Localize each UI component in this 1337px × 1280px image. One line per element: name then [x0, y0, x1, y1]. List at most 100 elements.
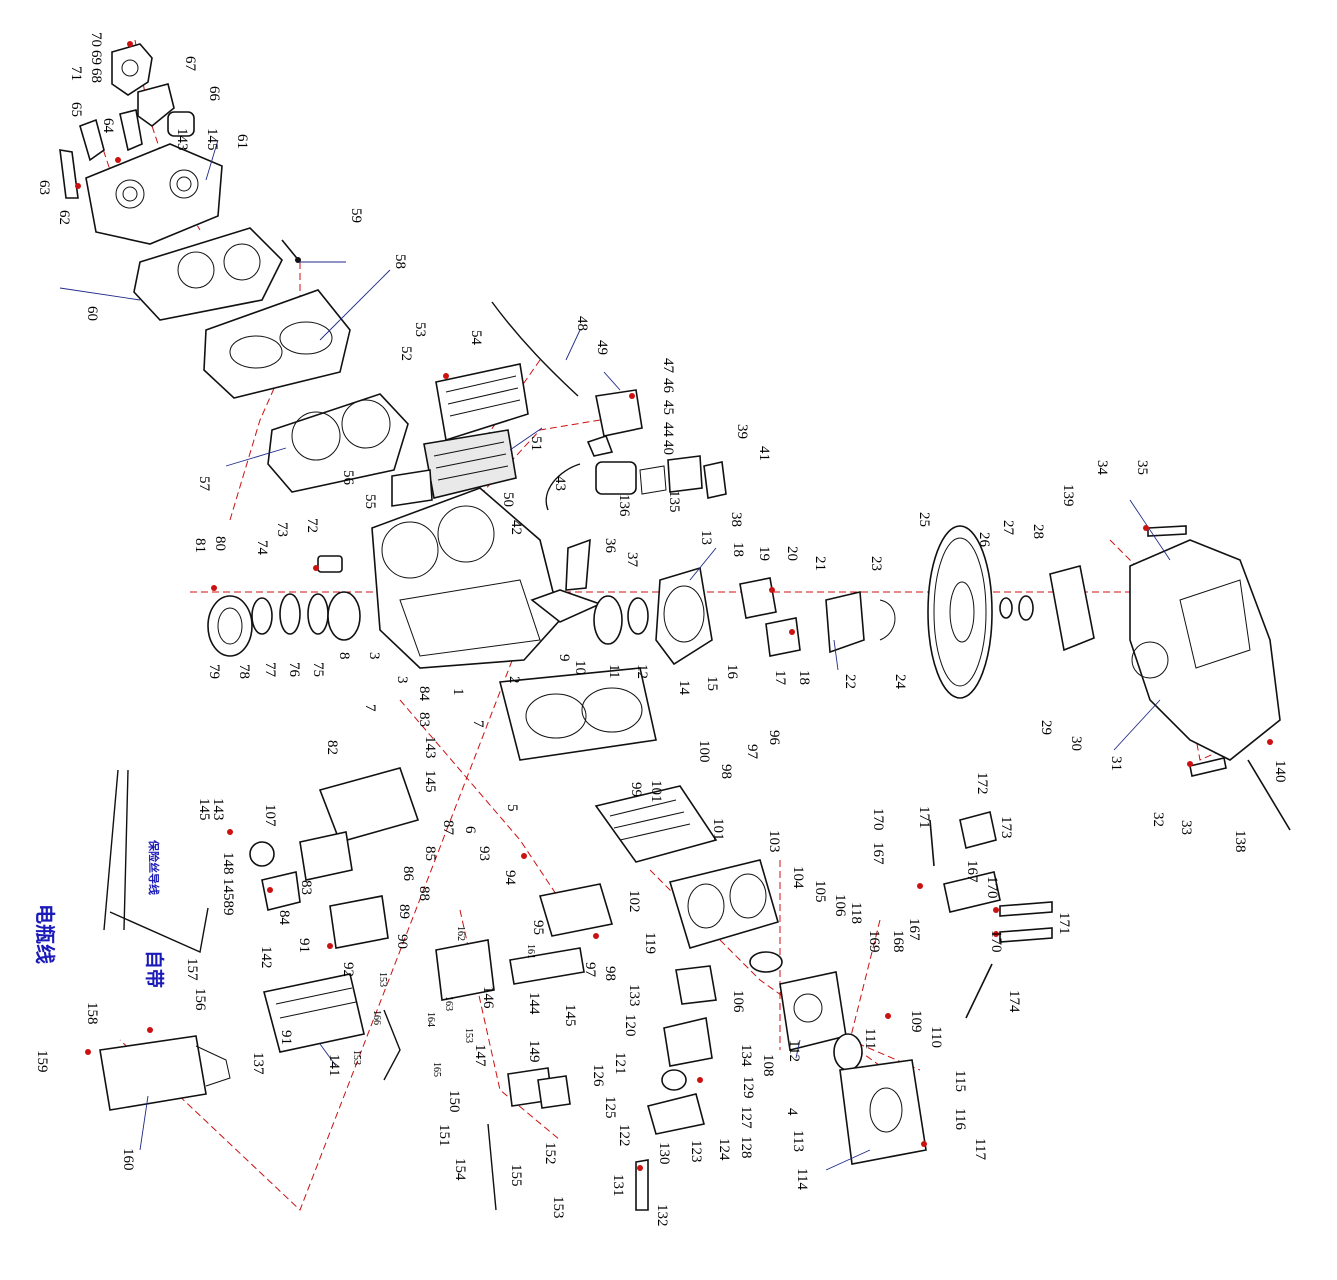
- cover-141: [263, 973, 365, 1053]
- label-164: 164: [425, 1012, 436, 1027]
- label-143b: 143: [422, 736, 438, 759]
- label-101a: 101: [648, 780, 664, 803]
- label-147: 147: [472, 1044, 488, 1067]
- label-169: 169: [866, 930, 882, 953]
- label-23: 23: [868, 556, 884, 571]
- label-172: 172: [974, 772, 990, 795]
- insurance-cable-label: 保险丝导线: [147, 839, 161, 895]
- part-152: [537, 1075, 571, 1109]
- bolt-132: [635, 1159, 649, 1211]
- label-7a: 7: [362, 704, 378, 712]
- battery-cable-label: 电瓶线: [33, 904, 57, 964]
- label-32: 32: [1150, 812, 1166, 827]
- label-155: 155: [508, 1164, 524, 1187]
- label-88: 88: [416, 886, 432, 901]
- label-171a: 171: [1056, 912, 1072, 935]
- label-45: 45: [660, 400, 676, 415]
- label-168: 168: [890, 930, 906, 953]
- label-112: 112: [786, 1040, 802, 1062]
- label-3a: 3: [366, 652, 382, 660]
- label-63: 63: [36, 180, 52, 195]
- crankcase-block: [371, 487, 561, 669]
- label-158: 158: [84, 1002, 100, 1025]
- annotations: 电瓶线 保险丝导线 自带: [33, 839, 166, 988]
- label-94: 94: [502, 870, 518, 886]
- label-48: 48: [574, 316, 590, 331]
- label-116: 116: [952, 1108, 968, 1130]
- label-125: 125: [602, 1096, 618, 1119]
- label-106a: 106: [832, 894, 848, 917]
- label-162: 162: [455, 926, 466, 941]
- right-seal-group: [593, 566, 896, 666]
- label-133: 133: [626, 984, 642, 1007]
- label-12: 12: [634, 664, 650, 679]
- label-39: 39: [734, 424, 750, 439]
- label-121: 121: [612, 1052, 628, 1075]
- label-128: 128: [738, 1136, 754, 1159]
- label-167b: 167: [870, 842, 886, 865]
- self-included-label: 自带: [143, 950, 166, 988]
- hose-166: [383, 1009, 401, 1081]
- label-5: 5: [504, 804, 520, 812]
- label-167c: 167: [964, 860, 980, 883]
- label-16: 16: [724, 664, 740, 680]
- battery-wire-2: [123, 769, 129, 931]
- label-114: 114: [794, 1168, 810, 1190]
- label-150: 150: [446, 1090, 462, 1113]
- label-154: 154: [452, 1158, 468, 1181]
- label-22: 22: [842, 674, 858, 689]
- nut-27: [1018, 595, 1034, 621]
- bolt-33: [1189, 757, 1227, 777]
- seal-78: [251, 597, 273, 635]
- oring-111: [833, 1033, 863, 1071]
- label-115: 115: [952, 1070, 968, 1092]
- label-4: 4: [784, 1108, 800, 1116]
- bearing-76: [307, 593, 329, 635]
- label-11: 11: [606, 664, 622, 678]
- label-55: 55: [362, 494, 378, 509]
- label-15: 15: [704, 676, 720, 691]
- label-20: 20: [784, 546, 800, 561]
- label-42: 42: [508, 520, 524, 535]
- label-105: 105: [812, 880, 828, 903]
- exhaust-bracket: [391, 469, 433, 507]
- label-136: 136: [616, 494, 632, 517]
- label-144: 144: [526, 992, 542, 1015]
- label-79: 79: [206, 664, 222, 679]
- label-123: 123: [688, 1140, 704, 1163]
- label-120: 120: [622, 1014, 638, 1037]
- label-6: 6: [462, 826, 478, 834]
- label-61: 61: [234, 134, 250, 149]
- label-62: 62: [56, 210, 72, 225]
- label-117: 117: [972, 1138, 988, 1160]
- label-80: 80: [212, 536, 228, 551]
- electrical-group: [99, 767, 420, 1111]
- carburetor: [779, 971, 847, 1051]
- label-156: 156: [192, 988, 208, 1011]
- part-number-labels: 70 69 68 71 67 66 65 64 143 145 61 63 62…: [34, 32, 1288, 1227]
- label-145b: 145: [422, 770, 438, 793]
- label-104: 104: [790, 866, 806, 889]
- label-153b: 153: [377, 972, 388, 987]
- label-160: 160: [120, 1148, 136, 1171]
- left-seal-group: [207, 591, 361, 657]
- label-173: 173: [998, 816, 1014, 839]
- label-167a: 167: [906, 918, 922, 941]
- label-157: 157: [184, 958, 200, 981]
- label-73: 73: [274, 522, 290, 537]
- label-145a: 145: [204, 128, 220, 151]
- label-98b: 98: [602, 966, 618, 981]
- thermostat-cover: [111, 43, 153, 96]
- label-101b: 101: [710, 818, 726, 841]
- fuel-pump: [595, 389, 643, 437]
- label-50: 50: [500, 492, 516, 507]
- label-99: 99: [628, 782, 644, 797]
- label-70: 70: [88, 32, 104, 47]
- bracket-95: [538, 883, 614, 937]
- head-bolt: [59, 149, 79, 199]
- label-149: 149: [526, 1040, 542, 1063]
- flywheel-cover-group: [1129, 525, 1291, 831]
- thermostat: [167, 111, 195, 137]
- head-cover-gasket: [133, 227, 283, 321]
- spark-plug-left: [79, 118, 105, 162]
